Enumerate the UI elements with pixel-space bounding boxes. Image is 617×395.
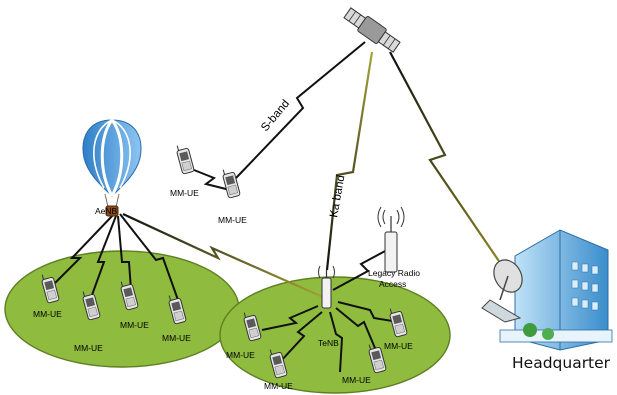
link-tenb-satellite-ka — [325, 51, 374, 271]
tenb-ue-links — [261, 301, 399, 373]
s-band-label: S-band — [259, 98, 292, 134]
mobile-phone-icon — [176, 145, 195, 175]
aenb-label: AeNB — [95, 206, 118, 216]
satellite-dish-icon — [481, 259, 523, 323]
tenb-tower-icon — [318, 265, 335, 309]
mm-ue-label: MM-UE — [264, 381, 293, 391]
mobile-phone-icon — [269, 349, 288, 379]
mm-ue-labels: MM-UE MM-UE MM-UE MM-UE MM-UE MM-UE MM-U… — [33, 188, 413, 391]
mm-ue-label: MM-UE — [74, 343, 103, 353]
mobile-phone-icon — [41, 274, 60, 304]
mobile-phone-icon — [243, 312, 262, 342]
link-ue-ue — [193, 169, 231, 191]
headquarter-building-icon — [499, 229, 613, 351]
mobile-phone-icon — [120, 281, 139, 311]
link-satellite-headquarter — [389, 51, 506, 271]
mm-ue-label: MM-UE — [170, 188, 199, 198]
ka-band-label: Ka band — [328, 174, 347, 218]
balloon-icon — [82, 119, 142, 217]
mobile-phone-icon — [82, 291, 101, 321]
mm-ue-label: MM-UE — [226, 350, 255, 360]
legacy-radio-label-line1: Legacy Radio — [368, 268, 420, 278]
link-aenb-tenb — [122, 213, 326, 300]
link-legacy-tenb — [332, 249, 388, 291]
mobile-phone-icon — [222, 169, 241, 199]
headquarter-label: Headquarter — [512, 354, 611, 372]
legacy-radio-tower-icon — [377, 206, 405, 273]
aenb-ue-links — [54, 213, 179, 301]
tenb-label: TeNB — [318, 338, 339, 348]
mobile-phone-icon — [168, 295, 187, 325]
mobile-phone-icon — [368, 344, 387, 374]
mm-ue-label: MM-UE — [342, 375, 371, 385]
satellite-icon — [343, 7, 401, 53]
mobile-devices — [41, 145, 408, 379]
mobile-phone-icon — [389, 308, 408, 338]
mm-ue-label: MM-UE — [33, 309, 62, 319]
mm-ue-label: MM-UE — [162, 333, 191, 343]
mm-ue-label: MM-UE — [384, 341, 413, 351]
mm-ue-label: MM-UE — [120, 320, 149, 330]
link-ue-satellite-s — [235, 41, 366, 179]
legacy-radio-label-line2: Access — [379, 279, 406, 289]
mm-ue-label: MM-UE — [218, 215, 247, 225]
